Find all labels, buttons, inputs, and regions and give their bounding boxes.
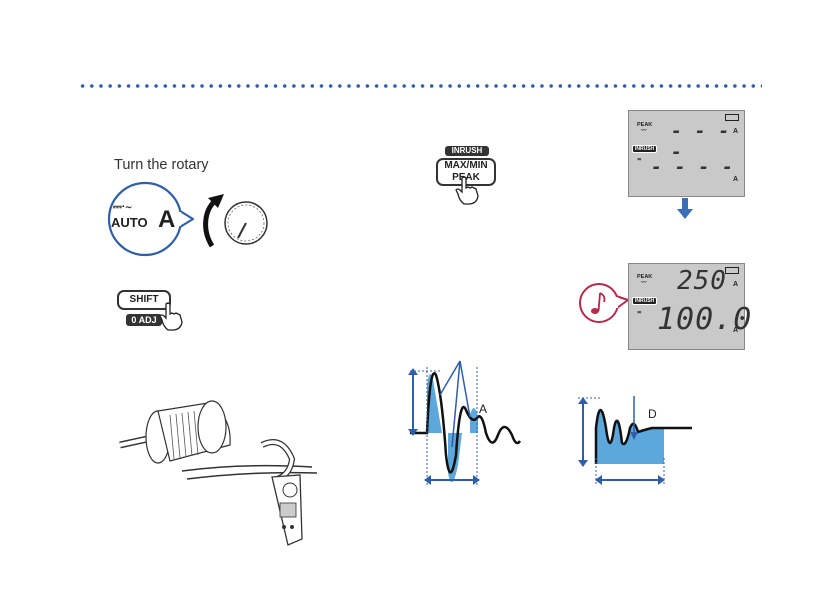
- ac-dc-icon: ≂: [637, 157, 642, 163]
- lcd-display-waiting: PEAK 〰 - - - - A INRUSH ≂ - - - - A: [628, 110, 745, 197]
- buzzer-sound-bubble: [578, 280, 630, 326]
- down-arrow-icon: [677, 198, 693, 220]
- ac-dc-symbol: ⎓·∼: [113, 201, 132, 214]
- bottom-reading: - - - -: [651, 157, 734, 178]
- zero-adjust-label: 0 ADJ: [126, 314, 162, 326]
- rotary-arrow-icon: [206, 200, 216, 246]
- waveform-right-label: D: [648, 407, 657, 421]
- hand-pointer-icon: [454, 176, 482, 206]
- clamp-meter-motor-illustration: [112, 375, 322, 550]
- inrush-reading: 100.0: [657, 302, 752, 337]
- max-min-label: MAX/MIN: [438, 160, 494, 172]
- bottom-unit: A: [733, 177, 738, 183]
- rotary-switch-illustration[interactable]: [198, 190, 273, 250]
- waveform-left-label: A: [479, 402, 487, 416]
- battery-icon: [725, 267, 739, 274]
- battery-icon: [725, 114, 739, 121]
- inrush-indicator: INRUSH: [632, 297, 657, 305]
- ac-dc-icon: ≂: [637, 310, 642, 316]
- top-unit: A: [733, 282, 738, 288]
- inrush-function-label: INRUSH: [445, 146, 489, 156]
- lcd-display-result: PEAK 〰 250 A INRUSH ≂ 100.0 A: [628, 263, 745, 350]
- auto-label: AUTO: [111, 215, 148, 230]
- top-unit: A: [733, 129, 738, 135]
- peak-wave-icon: 〰: [641, 280, 647, 286]
- inrush-waveform-left: [400, 355, 525, 490]
- dotted-divider: [78, 83, 762, 89]
- inrush-waveform-right: [572, 388, 697, 488]
- instruction-caption: Turn the rotary: [114, 157, 209, 173]
- peak-reading: 250: [677, 266, 727, 296]
- unit-ampere-label: A: [158, 206, 175, 234]
- bottom-unit: A: [733, 328, 738, 334]
- inrush-indicator: INRUSH: [632, 145, 657, 153]
- hand-pointer-icon: [158, 302, 186, 332]
- peak-wave-icon: 〰: [641, 128, 647, 134]
